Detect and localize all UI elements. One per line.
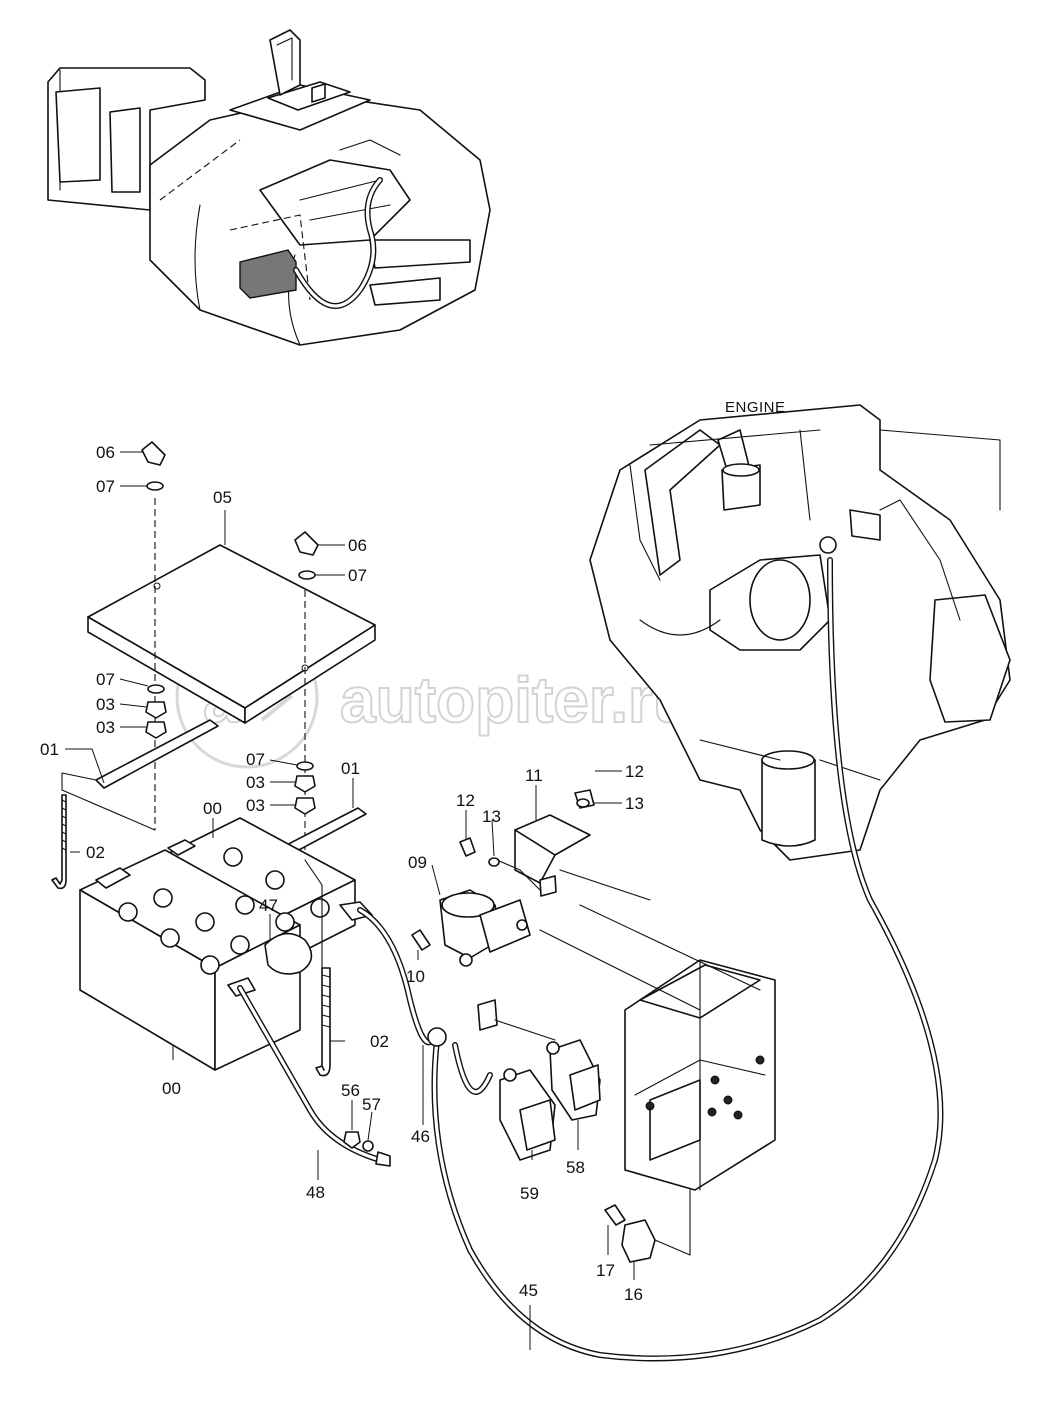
callout-12-right: 12 [625,762,644,781]
cable-end-48 [375,1151,391,1167]
callout-00-bottom: 00 [162,1079,181,1098]
nut-left-b [145,721,167,739]
connector-plug [477,999,498,1031]
callout-59: 59 [520,1184,539,1203]
nut-56 [343,1131,361,1149]
relay-16 [621,1219,656,1263]
nut-mid-b [294,797,316,815]
callout-00-top: 00 [203,799,222,818]
callout-03-left-a: 03 [96,695,115,714]
callout-07-mid: 07 [246,750,265,769]
mounting-frame [624,959,776,1191]
nut-left-a [145,701,167,719]
battery-relay [439,889,531,967]
nut-mid-a [294,775,316,793]
callout-09: 09 [408,853,427,872]
washer-right [298,570,316,580]
callout-46: 46 [411,1127,430,1146]
callout-06-top: 06 [96,443,115,462]
callout-02-left: 02 [86,843,105,862]
callout-06-right: 06 [348,536,367,555]
callout-numbers: 06 07 05 06 07 07 03 03 01 07 03 03 01 0… [40,443,644,1304]
bolt-12-left [459,837,476,857]
callout-02-right: 02 [370,1032,389,1051]
callout-03-mid-b: 03 [246,796,265,815]
battery-cover [87,544,376,724]
callout-16: 16 [624,1285,643,1304]
engine-label: ENGINE [725,399,786,416]
callout-13-left: 13 [482,807,501,826]
callout-03-mid-a: 03 [246,773,265,792]
callout-07-top: 07 [96,477,115,496]
washer-13-left [488,857,500,867]
excavator-overview-illustration [47,29,491,346]
cable-46-terminal [427,1027,447,1047]
leader-lines [65,451,635,1350]
engine-illustration [589,404,1011,861]
wing-nut-right [294,531,319,556]
bolt-17 [604,1204,626,1226]
watermark: a autopiter.ru [175,625,693,769]
washer-top [146,481,164,491]
washer-mid [296,761,314,771]
callout-47: 47 [259,896,278,915]
callout-03-left-b: 03 [96,718,115,737]
bolt-10 [411,929,431,951]
callout-57: 57 [362,1095,381,1114]
callout-12-left: 12 [456,791,475,810]
relay-59 [499,1068,556,1161]
callout-11: 11 [525,766,543,785]
watermark-text: autopiter.ru [340,664,692,736]
wing-nut-top [141,441,166,466]
relay-58 [546,1039,601,1121]
hold-down-bar-left [95,719,219,789]
callout-17: 17 [596,1261,615,1280]
callout-10: 10 [406,967,425,986]
callout-01-left: 01 [40,740,59,759]
callout-56: 56 [341,1081,360,1100]
callout-13-right: 13 [625,794,644,813]
washer-57 [362,1140,374,1152]
j-bolt-right [315,967,331,1077]
callout-48: 48 [306,1183,325,1202]
washer-13-right [576,798,590,808]
callout-07-right: 07 [348,566,367,585]
callout-07-left: 07 [96,670,115,689]
engine-ground-terminal [819,536,837,554]
callout-45: 45 [519,1281,538,1300]
j-bolt-left [51,794,67,890]
washer-left [147,684,165,694]
callout-58: 58 [566,1158,585,1177]
callout-05: 05 [213,488,232,507]
callout-01-right: 01 [341,759,360,778]
jumper-cable [264,932,313,975]
